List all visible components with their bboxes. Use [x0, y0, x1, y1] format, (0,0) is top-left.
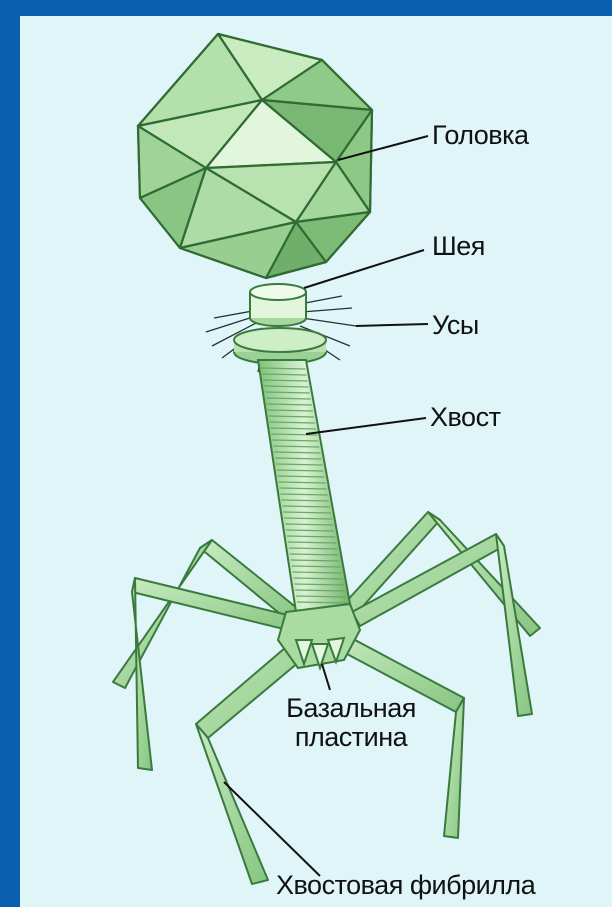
label-baseplate-line2: пластина — [266, 723, 436, 752]
base-plate-drawing — [278, 604, 360, 668]
fiber-left-front-lower — [132, 578, 152, 770]
fiber-left-back-lower — [113, 540, 212, 688]
fiber-right-front-lower — [444, 698, 464, 838]
leader-baseplate — [322, 664, 330, 690]
label-tail: Хвост — [430, 404, 500, 431]
leader-tail — [306, 418, 426, 434]
tail-sheath — [258, 360, 350, 612]
label-baseplate: Базальная пластина — [266, 694, 436, 752]
label-neck: Шея — [432, 233, 485, 260]
neck-drawing — [250, 284, 306, 326]
head-capsid — [138, 34, 372, 278]
label-tail-fiber: Хвостовая фибрилла — [276, 872, 535, 899]
fiber-front-left-lower — [196, 724, 268, 884]
collar — [234, 328, 326, 364]
leader-whiskers — [356, 324, 428, 326]
label-whiskers: Усы — [432, 312, 479, 339]
label-head: Головка — [432, 122, 529, 149]
label-baseplate-line1: Базальная — [266, 694, 436, 723]
